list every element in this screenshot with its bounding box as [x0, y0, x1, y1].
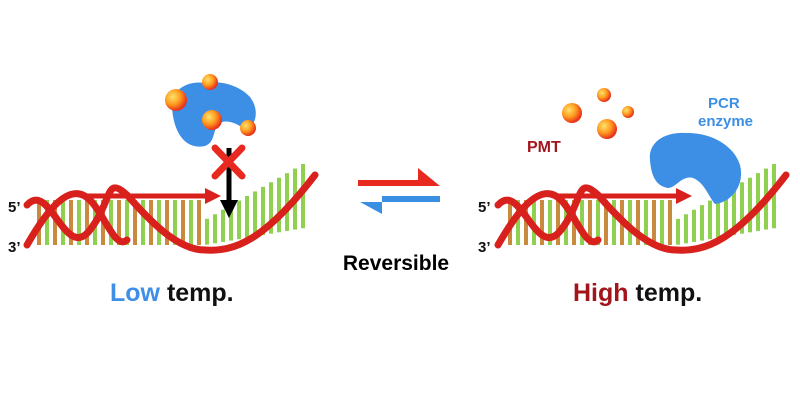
enzyme-label-line1: PCR — [708, 95, 740, 112]
strand-5-label: 5’ — [478, 199, 491, 216]
pmt-molecule-icon — [240, 120, 256, 136]
caption-accent: Low — [110, 279, 161, 307]
primer-arrowhead — [676, 188, 692, 204]
caption-rest: temp. — [629, 279, 703, 307]
primer-arrowhead — [205, 188, 221, 204]
low-temp-caption: Low temp. — [110, 279, 234, 307]
strand-3-label: 3’ — [478, 239, 491, 256]
high-temp-panel: PMT PCR enzyme 5’ 3’ High temp. — [478, 88, 790, 307]
low-temp-panel: 5’ 3’ Low temp. — [8, 74, 319, 307]
dna-helix-icon — [494, 164, 790, 254]
caption-accent: High — [573, 279, 629, 307]
caption-rest: temp. — [160, 279, 234, 307]
helix-backbone — [23, 190, 131, 249]
pmt-molecule-icon — [622, 106, 634, 118]
pmt-molecule-icon — [597, 88, 611, 102]
pmt-molecule-icon — [597, 119, 617, 139]
reversible-label: Reversible — [343, 252, 449, 275]
dna-helix-icon — [23, 164, 319, 254]
pmt-molecule-icon — [202, 110, 222, 130]
reversible-arrows-icon — [358, 168, 440, 214]
blocked-cross-icon — [211, 144, 246, 180]
enzyme-label-line2: enzyme — [698, 113, 753, 130]
pmt-molecule-icon — [165, 89, 187, 111]
strand-3-label: 3’ — [8, 239, 21, 256]
pmt-molecule-icon — [562, 103, 582, 123]
helix-backbone — [494, 190, 602, 249]
pcr-enzyme-icon — [649, 132, 742, 204]
pmt-label: PMT — [527, 139, 561, 156]
pmt-molecule-icon — [202, 74, 218, 90]
high-temp-caption: High temp. — [573, 279, 702, 307]
strand-5-label: 5’ — [8, 199, 21, 216]
